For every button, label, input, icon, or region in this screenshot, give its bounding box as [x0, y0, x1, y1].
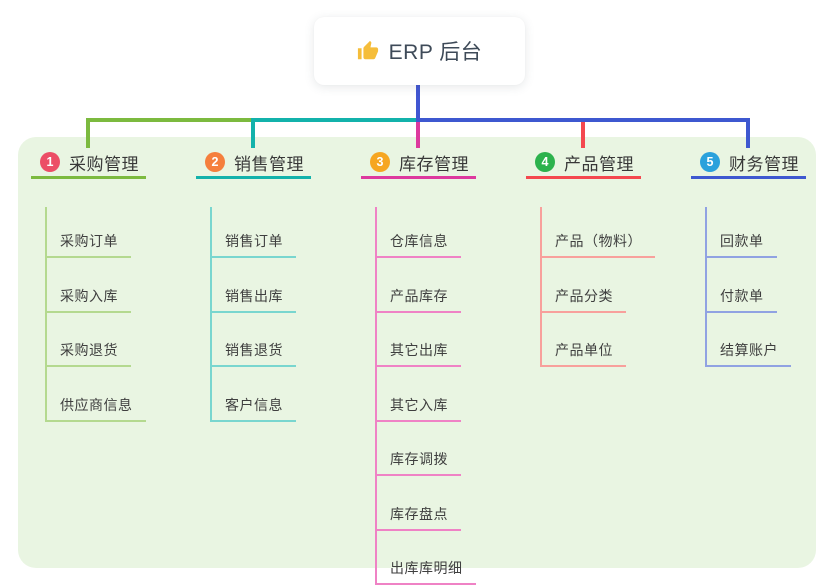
- branches-panel: [18, 137, 816, 568]
- child-node[interactable]: 产品（物料）: [542, 207, 655, 258]
- branch-finance: 5 财务管理回款单付款单结算账户: [691, 148, 839, 367]
- child-node-label: 其它出库: [390, 342, 448, 358]
- branch-underline: [31, 176, 146, 179]
- child-node-label: 销售出库: [225, 287, 283, 304]
- child-node-label: 产品库存: [390, 287, 448, 304]
- child-node-label: 结算账户: [720, 342, 778, 358]
- branch-number-badge: 2: [205, 152, 225, 172]
- connector-branch-2: [253, 118, 420, 122]
- root-node-label: ERP 后台: [388, 41, 483, 64]
- child-node-label: 采购入库: [60, 287, 118, 304]
- branch-header-purchase[interactable]: 1 采购管理: [31, 148, 181, 176]
- child-node-label: 销售退货: [225, 342, 283, 358]
- child-node[interactable]: 出库库明细: [377, 531, 476, 585]
- child-node-label: 库存盘点: [390, 505, 448, 522]
- child-node[interactable]: 客户信息: [212, 367, 296, 422]
- branch-children-product: 产品（物料） 产品分类产品单位: [540, 207, 655, 367]
- child-node[interactable]: 销售订单: [212, 207, 296, 258]
- branch-children-finance: 回款单付款单结算账户: [705, 207, 791, 367]
- child-node[interactable]: 其它出库: [377, 313, 461, 367]
- child-node[interactable]: 销售退货: [212, 313, 296, 367]
- child-node-label: 其它入库: [390, 396, 448, 413]
- branch-header-finance[interactable]: 5 财务管理: [691, 148, 839, 176]
- child-node[interactable]: 仓库信息: [377, 207, 461, 258]
- child-node-label: 供应商信息: [60, 396, 133, 413]
- connector-branch-5-drop: [746, 118, 750, 148]
- branch-number-badge: 5: [700, 152, 720, 172]
- child-node[interactable]: 产品分类: [542, 258, 626, 313]
- child-node[interactable]: 库存盘点: [377, 476, 461, 531]
- child-node-label: 出库库明细: [390, 560, 463, 576]
- child-node[interactable]: 产品单位: [542, 313, 626, 367]
- connector-branch-5: [416, 118, 750, 122]
- branch-underline: [526, 176, 641, 179]
- branch-underline: [361, 176, 476, 179]
- root-node-erp[interactable]: ERP 后台: [314, 17, 525, 85]
- branch-header-sales[interactable]: 2 销售管理: [196, 148, 346, 176]
- child-node[interactable]: 其它入库: [377, 367, 461, 422]
- branch-children-purchase: 采购订单采购入库采购退货供应商信息: [45, 207, 146, 422]
- thumbs-up-icon: [357, 40, 378, 60]
- child-node[interactable]: 结算账户: [707, 313, 791, 367]
- branch-label: 库存管理: [399, 154, 469, 174]
- child-node-label: 销售订单: [225, 233, 283, 249]
- branch-purchase: 1 采购管理采购订单采购入库采购退货供应商信息: [31, 148, 181, 422]
- connector-root-stem: [416, 84, 420, 122]
- connector-branch-3-drop: [416, 118, 420, 148]
- branch-underline: [691, 176, 806, 179]
- branch-label: 采购管理: [69, 154, 139, 174]
- child-node[interactable]: 采购退货: [47, 313, 131, 367]
- connector-branch-1-drop: [86, 118, 90, 148]
- child-node-label: 采购退货: [60, 342, 118, 358]
- branch-number-badge: 1: [40, 152, 60, 172]
- child-node-label: 仓库信息: [390, 233, 448, 249]
- branch-inventory: 3 库存管理仓库信息产品库存其它出库其它入库库存调拨库存盘点出库库明细: [361, 148, 511, 585]
- branch-label: 产品管理: [564, 154, 634, 174]
- branch-header-product[interactable]: 4 产品管理: [526, 148, 676, 176]
- branch-children-inventory: 仓库信息产品库存其它出库其它入库库存调拨库存盘点出库库明细: [375, 207, 476, 585]
- child-node-label: 产品分类: [555, 287, 613, 304]
- branch-product: 4 产品管理产品（物料） 产品分类产品单位: [526, 148, 676, 367]
- branch-underline: [196, 176, 311, 179]
- branch-sales: 2 销售管理销售订单销售出库销售退货客户信息: [196, 148, 346, 422]
- child-node-label: 回款单: [720, 233, 764, 249]
- child-node-label: 客户信息: [225, 396, 283, 413]
- child-node-label: 产品单位: [555, 342, 613, 358]
- child-node[interactable]: 销售出库: [212, 258, 296, 313]
- branch-label: 财务管理: [729, 154, 799, 174]
- child-node-label: 付款单: [720, 287, 764, 304]
- child-node[interactable]: 回款单: [707, 207, 777, 258]
- connector-branch-4-drop: [581, 118, 585, 148]
- branch-header-inventory[interactable]: 3 库存管理: [361, 148, 511, 176]
- child-node[interactable]: 采购入库: [47, 258, 131, 313]
- branch-label: 销售管理: [234, 154, 304, 174]
- child-node[interactable]: 库存调拨: [377, 422, 461, 476]
- child-node[interactable]: 供应商信息: [47, 367, 146, 422]
- child-node[interactable]: 产品库存: [377, 258, 461, 313]
- child-node-label: 库存调拨: [390, 451, 448, 467]
- branch-number-badge: 4: [535, 152, 555, 172]
- branch-children-sales: 销售订单销售出库销售退货客户信息: [210, 207, 296, 422]
- child-node[interactable]: 采购订单: [47, 207, 131, 258]
- child-node[interactable]: 付款单: [707, 258, 777, 313]
- child-node-label: 采购订单: [60, 233, 118, 249]
- branch-number-badge: 3: [370, 152, 390, 172]
- connector-branch-2-drop: [251, 118, 255, 148]
- child-node-label: 产品（物料）: [555, 233, 642, 249]
